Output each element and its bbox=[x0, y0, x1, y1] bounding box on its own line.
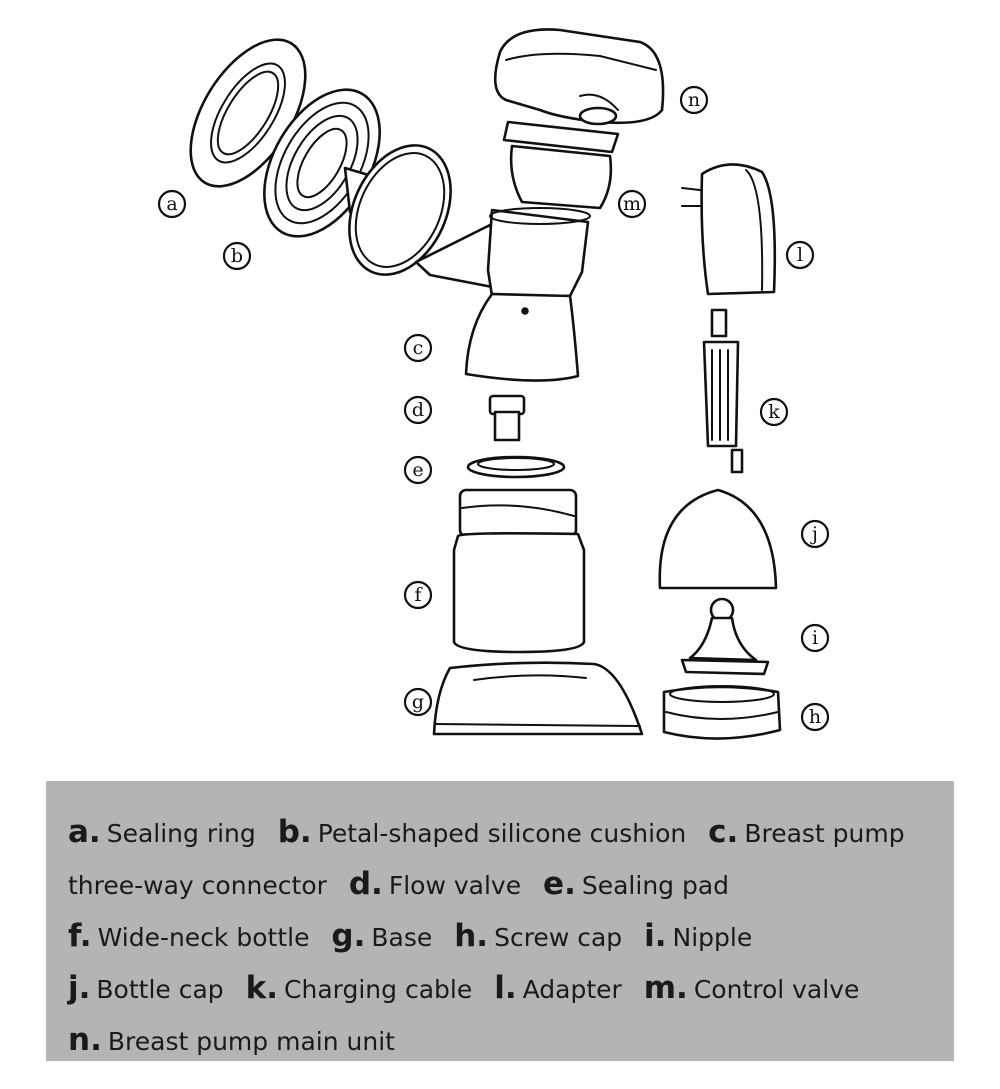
parts-legend: a.Sealing ring b.Petal-shaped silicone c… bbox=[46, 781, 954, 1061]
legend-item-f: f.Wide-neck bottle bbox=[68, 918, 310, 954]
legend-item-c: c.Breast pump three-way connector bbox=[68, 814, 905, 900]
svg-text:e: e bbox=[412, 459, 423, 481]
legend-item-d: d.Flow valve bbox=[348, 866, 522, 902]
svg-text:i: i bbox=[812, 627, 818, 649]
exploded-parts-diagram: a b c d e f g h i j k l m n bbox=[157, 28, 830, 740]
part-g-base bbox=[432, 661, 644, 736]
callout-e: e bbox=[403, 455, 433, 485]
callout-a: a bbox=[157, 189, 187, 219]
part-j-bottle-cap bbox=[658, 488, 778, 590]
legend-item-m: m.Control valve bbox=[643, 970, 860, 1006]
part-d-flow-valve bbox=[488, 394, 526, 442]
svg-text:k: k bbox=[768, 401, 780, 423]
legend-item-b: b.Petal-shaped silicone cushion bbox=[277, 814, 687, 850]
part-i-nipple bbox=[680, 597, 770, 676]
legend-item-g: g.Base bbox=[331, 918, 433, 954]
part-l-adapter bbox=[681, 163, 777, 296]
svg-text:h: h bbox=[809, 706, 821, 728]
svg-text:a: a bbox=[166, 193, 177, 215]
part-m-control-valve bbox=[502, 120, 620, 210]
svg-text:m: m bbox=[623, 193, 641, 215]
svg-text:g: g bbox=[412, 691, 424, 713]
part-f-wide-neck-bottle bbox=[452, 488, 586, 654]
svg-text:f: f bbox=[414, 584, 423, 606]
legend-item-a: a.Sealing ring bbox=[68, 814, 256, 850]
part-k-charging-cable bbox=[702, 308, 744, 474]
legend-item-l: l.Adapter bbox=[494, 970, 622, 1006]
svg-text:j: j bbox=[810, 523, 818, 545]
legend-item-h: h.Screw cap bbox=[454, 918, 623, 954]
legend-item-e: e.Sealing pad bbox=[543, 866, 730, 902]
callout-m: m bbox=[617, 189, 647, 219]
callout-n: n bbox=[679, 85, 709, 115]
legend-item-k: k.Charging cable bbox=[245, 970, 473, 1006]
callout-i: i bbox=[800, 623, 830, 653]
breast-shield-funnel bbox=[348, 144, 510, 292]
svg-text:n: n bbox=[688, 89, 700, 111]
callout-f: f bbox=[403, 580, 433, 610]
part-n-main-unit bbox=[493, 28, 665, 126]
svg-text:b: b bbox=[231, 245, 243, 267]
svg-text:d: d bbox=[412, 399, 424, 421]
callout-c: c bbox=[403, 333, 433, 363]
legend-item-j: j.Bottle cap bbox=[68, 970, 224, 1006]
callout-j: j bbox=[800, 519, 830, 549]
callout-b: b bbox=[222, 241, 252, 271]
callout-h: h bbox=[800, 702, 830, 732]
part-a-sealing-ring bbox=[189, 38, 307, 188]
callout-k: k bbox=[759, 397, 789, 427]
svg-text:l: l bbox=[797, 244, 803, 266]
part-c-three-way-connector bbox=[464, 207, 591, 382]
legend-item-n: n.Breast pump main unit bbox=[68, 1022, 395, 1058]
svg-text:c: c bbox=[413, 337, 424, 359]
callout-d: d bbox=[403, 395, 433, 425]
callout-l: l bbox=[785, 240, 815, 270]
callout-g: g bbox=[403, 687, 433, 717]
legend-item-i: i.Nipple bbox=[644, 918, 753, 954]
part-h-screw-cap bbox=[662, 685, 782, 740]
part-e-sealing-pad bbox=[466, 455, 566, 479]
